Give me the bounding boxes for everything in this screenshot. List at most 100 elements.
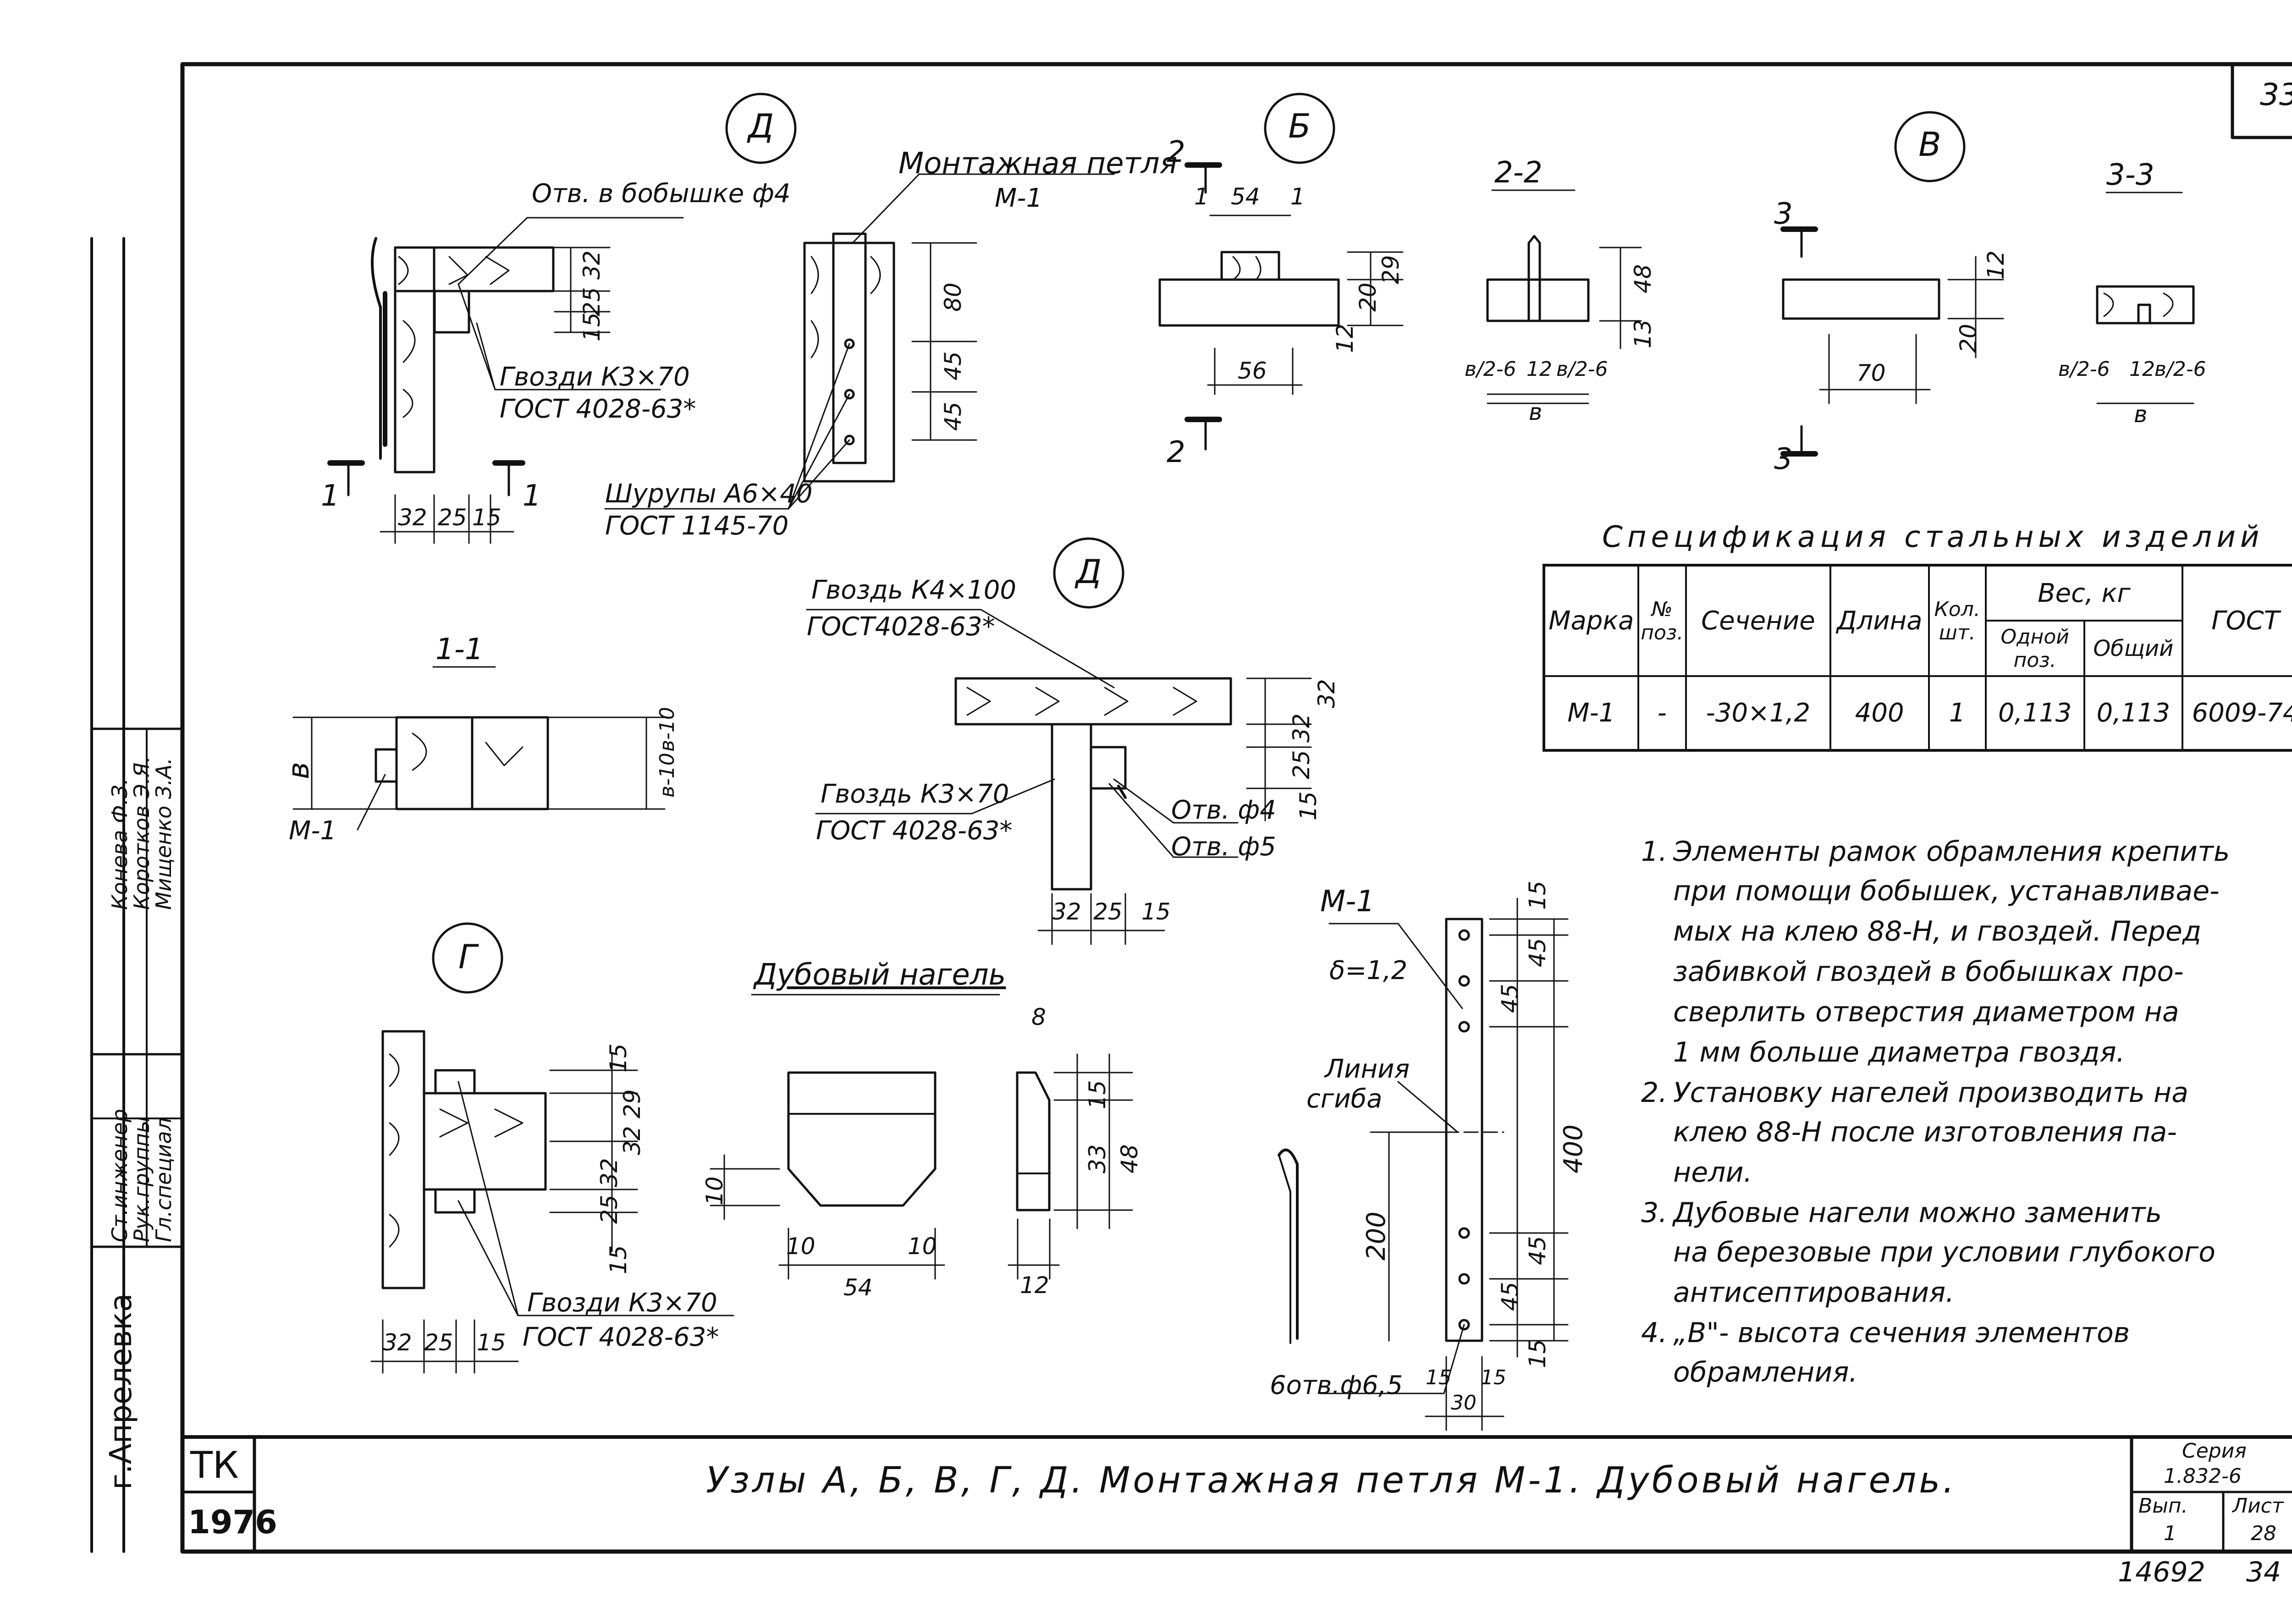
section-mark-1-left: 1 bbox=[321, 479, 340, 513]
note-2: 2.Установку нагелей производить на клею … bbox=[1641, 1077, 2189, 1189]
dim-g-32c: 32 bbox=[383, 1329, 412, 1356]
section-mark-1-right: 1 bbox=[523, 479, 541, 513]
dim-b-12: 12 bbox=[1332, 324, 1358, 353]
dim-m1-45b: 45 bbox=[1497, 984, 1523, 1013]
dim-m1-200: 200 bbox=[1361, 1211, 1391, 1261]
spec-header-section: Сечение bbox=[1685, 564, 1831, 677]
dim-m1-15a: 15 bbox=[1524, 881, 1551, 910]
note-3: 3.Дубовые нагели можно заменить на берез… bbox=[1641, 1197, 2215, 1309]
dim-dowel-33: 33 bbox=[1084, 1144, 1111, 1173]
dim-g-25c: 25 bbox=[424, 1329, 453, 1356]
label-oak-dowel: Дубовый нагель bbox=[754, 958, 1006, 992]
dim-m1-45d: 45 bbox=[1497, 1282, 1523, 1311]
dim-b-29: 29 bbox=[1377, 255, 1404, 284]
spec-row-length: 400 bbox=[1829, 675, 1930, 751]
spec-header-qty: Кол. шт. bbox=[1928, 564, 1987, 677]
spec-row-section: -30×1,2 bbox=[1685, 675, 1831, 751]
dim-g-32b: 32 bbox=[596, 1158, 623, 1187]
label-gost-nails-1: ГОСТ 4028-63* bbox=[500, 394, 696, 424]
dim-33-12: 12 bbox=[2129, 358, 2155, 381]
dim-dowel-12: 12 bbox=[1020, 1272, 1049, 1299]
dim-b-1b: 1 bbox=[1290, 183, 1305, 210]
dim-b-54: 54 bbox=[1231, 183, 1260, 210]
name-1: Мищенко З.А. bbox=[151, 757, 176, 910]
dim-dowel-15: 15 bbox=[1084, 1080, 1111, 1109]
dim-d2-15: 15 bbox=[1295, 791, 1322, 820]
dim-m1-45c: 45 bbox=[1524, 1236, 1551, 1265]
spec-row-qty: 1 bbox=[1928, 675, 1987, 751]
dim-g-15a: 15 bbox=[605, 1043, 632, 1073]
section-mark-3-top: 3 bbox=[1774, 197, 1793, 231]
note-1: 1.Элементы рамок обрамления крепить при … bbox=[1641, 836, 2230, 1068]
spec-row-gost: 6009-74 bbox=[2182, 675, 2292, 751]
dim-g-29: 29 bbox=[619, 1089, 645, 1118]
spec-header-length: Длина bbox=[1829, 564, 1930, 677]
dim-d2-32a: 32 bbox=[1313, 679, 1340, 708]
page-number: 33 bbox=[2260, 77, 2292, 112]
mount-loop-drawing bbox=[604, 173, 1115, 510]
spec-header-gost: ГОСТ bbox=[2182, 564, 2292, 677]
label-bend-line-1: Линия bbox=[1325, 1054, 1410, 1084]
series-label: Серия bbox=[2182, 1439, 2247, 1463]
node-b-drawing bbox=[1158, 93, 1404, 451]
dim-m1-45a: 45 bbox=[1524, 938, 1551, 967]
dim-dowel-54: 54 bbox=[843, 1274, 873, 1301]
role-2: Рук.группы bbox=[129, 1116, 154, 1242]
node-d-top-letter: Д bbox=[747, 107, 774, 145]
spec-title: Спецификация стальных изделий bbox=[1602, 520, 2264, 554]
dim-d2-25b: 25 bbox=[1093, 898, 1123, 925]
bottom-number-right: 34 bbox=[2246, 1556, 2281, 1588]
dim-v-20: 20 bbox=[1955, 324, 1982, 353]
node-d-mid-letter: Д bbox=[1074, 552, 1102, 591]
node-v-letter: В bbox=[1918, 125, 1941, 164]
node-b-letter: Б bbox=[1288, 107, 1311, 145]
dim-33-b: в bbox=[2134, 401, 2148, 428]
dim-loop-45a: 45 bbox=[940, 351, 966, 380]
section-33-title: 3-3 bbox=[2106, 158, 2154, 192]
dim-m1-15b: 15 bbox=[1524, 1339, 1551, 1368]
dim-loop-80: 80 bbox=[940, 282, 966, 312]
oak-dowel-drawing bbox=[710, 994, 1133, 1280]
dim-g-25: 25 bbox=[596, 1195, 623, 1224]
dim-d2-15b: 15 bbox=[1141, 898, 1171, 925]
dim-33-half-b: в/2-6 bbox=[2154, 358, 2206, 381]
dim-m1-15c: 15 bbox=[1426, 1366, 1451, 1389]
spec-row-pos: - bbox=[1637, 675, 1687, 751]
role-3: Ст.инженер bbox=[107, 1109, 132, 1242]
dim-22-13: 13 bbox=[1630, 319, 1656, 348]
label-bend-line-2: сгиба bbox=[1306, 1084, 1383, 1114]
label-gost-nail-k3: ГОСТ 4028-63* bbox=[816, 816, 1013, 846]
dim-g-15c: 15 bbox=[477, 1329, 506, 1356]
bottom-number-left: 14692 bbox=[2118, 1556, 2205, 1588]
org-label: ТК bbox=[190, 1444, 239, 1486]
section-mark-2-bottom: 2 bbox=[1167, 435, 1185, 469]
dim-b-56: 56 bbox=[1238, 358, 1267, 384]
dim-d2-25: 25 bbox=[1288, 750, 1315, 779]
label-delta: δ=1,2 bbox=[1329, 956, 1408, 985]
dim-d1-15: 15 bbox=[472, 504, 501, 531]
spec-header-pos: № поз. bbox=[1637, 564, 1687, 677]
label-nail-k3: Гвоздь К3×70 bbox=[821, 779, 1009, 809]
dim-dowel-48: 48 bbox=[1116, 1144, 1143, 1173]
dim-22-half-a: в/2-6 bbox=[1465, 358, 1516, 381]
section-22-title: 2-2 bbox=[1494, 156, 1543, 190]
label-hole-5: Отв. ф5 bbox=[1171, 832, 1276, 862]
sheet-title: Узлы А, Б, В, Г, Д. Монтажная петля М-1.… bbox=[706, 1460, 1957, 1501]
label-hole-4: Отв. ф4 bbox=[1171, 795, 1276, 825]
note-4: 4.„В"- высота сечения элементов обрамлен… bbox=[1641, 1317, 2130, 1388]
dim-b-1a: 1 bbox=[1194, 183, 1209, 210]
dim-11-a: в-10 bbox=[656, 753, 679, 798]
label-nail-k4: Гвоздь К4×100 bbox=[811, 575, 1016, 605]
dim-22-12: 12 bbox=[1526, 358, 1552, 381]
issue-label: Вып. bbox=[2138, 1494, 2188, 1518]
label-screws: Шурупы А6×40 bbox=[605, 479, 813, 509]
sheet-label: Лист bbox=[2232, 1494, 2284, 1518]
notes-block: 1.Элементы рамок обрамления крепить при … bbox=[1641, 832, 2292, 1393]
series-value: 1.832-6 bbox=[2164, 1464, 2242, 1488]
dim-loop-45b: 45 bbox=[940, 402, 966, 431]
dim-g-32a: 32 bbox=[619, 1126, 645, 1155]
spec-row-one: 0,113 bbox=[1984, 675, 2085, 751]
role-1: Гл.специал bbox=[151, 1117, 176, 1242]
sheet-value: 28 bbox=[2251, 1522, 2276, 1545]
dim-g-15b: 15 bbox=[605, 1245, 632, 1274]
